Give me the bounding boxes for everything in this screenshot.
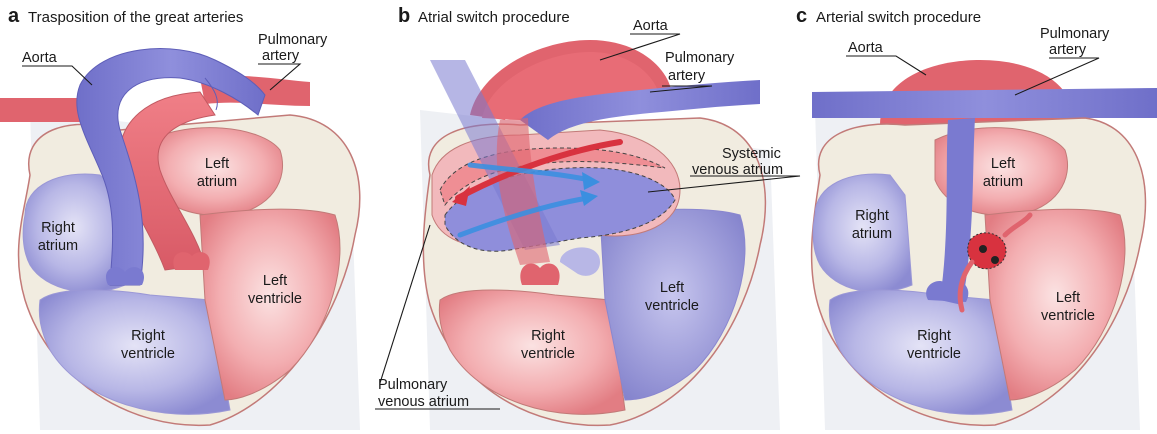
panel-c-label-pulmonary-1: Pulmonary — [1040, 26, 1110, 42]
panel-b-title: Atrial switch procedure — [418, 9, 570, 26]
panel-a-label-left-atrium-1: Left — [205, 156, 229, 172]
panel-c-label-right-ventricle-2: ventricle — [907, 346, 961, 362]
panel-a-letter: a — [8, 5, 20, 27]
panel-b-letter: b — [398, 5, 410, 27]
panel-a-title: Trasposition of the great arteries — [28, 9, 243, 26]
panel-b-label-left-ventricle-1: Left — [660, 280, 684, 296]
panel-a-label-left-atrium-2: atrium — [197, 174, 237, 190]
panel-c-label-left-ventricle-1: Left — [1056, 290, 1080, 306]
panel-c-label-pulmonary-2: artery — [1049, 42, 1087, 58]
panel-c-label-right-atrium-2: atrium — [852, 226, 892, 242]
panel-a-label-aorta: Aorta — [22, 50, 58, 66]
panel-c-label-right-atrium-1: Right — [855, 208, 889, 224]
panel-b-label-pulmonary-venous-1: Pulmonary — [378, 377, 448, 393]
panel-b-label-pulmonary-venous-2: venous atrium — [378, 394, 469, 410]
panel-b-label-pulmonary-1: Pulmonary — [665, 50, 735, 66]
panel-a-label-pulmonary-2: artery — [262, 48, 300, 64]
panel-b-label-systemic-1: Systemic — [722, 146, 781, 162]
panel-a-label-right-atrium-2: atrium — [38, 238, 78, 254]
panel-b: b Atrial switch procedure — [375, 5, 800, 430]
panel-a-label-right-atrium-1: Right — [41, 220, 75, 236]
panel-c-label-left-ventricle-2: ventricle — [1041, 308, 1095, 324]
panel-c-coronary-ostium-1 — [979, 245, 987, 253]
panel-a-label-right-ventricle-1: Right — [131, 328, 165, 344]
panel-a: a Trasposition of the great arteries Aor… — [0, 5, 360, 430]
panel-c-label-right-ventricle-1: Right — [917, 328, 951, 344]
panel-c-label-left-atrium-2: atrium — [983, 174, 1023, 190]
panel-a-label-left-ventricle-1: Left — [263, 273, 287, 289]
panel-b-label-systemic-2: venous atrium — [692, 162, 783, 178]
panel-c-pulmonary-artery — [812, 88, 1157, 118]
panel-c-label-left-atrium-1: Left — [991, 156, 1015, 172]
panel-b-label-aorta: Aorta — [633, 18, 669, 34]
panel-b-label-right-ventricle-2: ventricle — [521, 346, 575, 362]
panel-c-aorta-leader — [846, 56, 926, 75]
panel-c: c Arterial switch procedure Aorta Pulmon… — [796, 5, 1157, 430]
panel-a-label-right-ventricle-2: ventricle — [121, 346, 175, 362]
panel-a-label-pulmonary-1: Pulmonary — [258, 32, 328, 48]
panel-c-coronary-ostium-2 — [991, 256, 999, 264]
panel-c-label-aorta: Aorta — [848, 40, 884, 56]
panel-b-label-pulmonary-2: artery — [668, 68, 706, 84]
panel-b-label-right-ventricle-1: Right — [531, 328, 565, 344]
panel-b-label-left-ventricle-2: ventricle — [645, 298, 699, 314]
panel-c-title: Arterial switch procedure — [816, 9, 981, 26]
panel-c-letter: c — [796, 5, 807, 27]
panel-a-label-left-ventricle-2: ventricle — [248, 291, 302, 307]
panel-b-pulmonary-venous-leader — [380, 225, 430, 383]
